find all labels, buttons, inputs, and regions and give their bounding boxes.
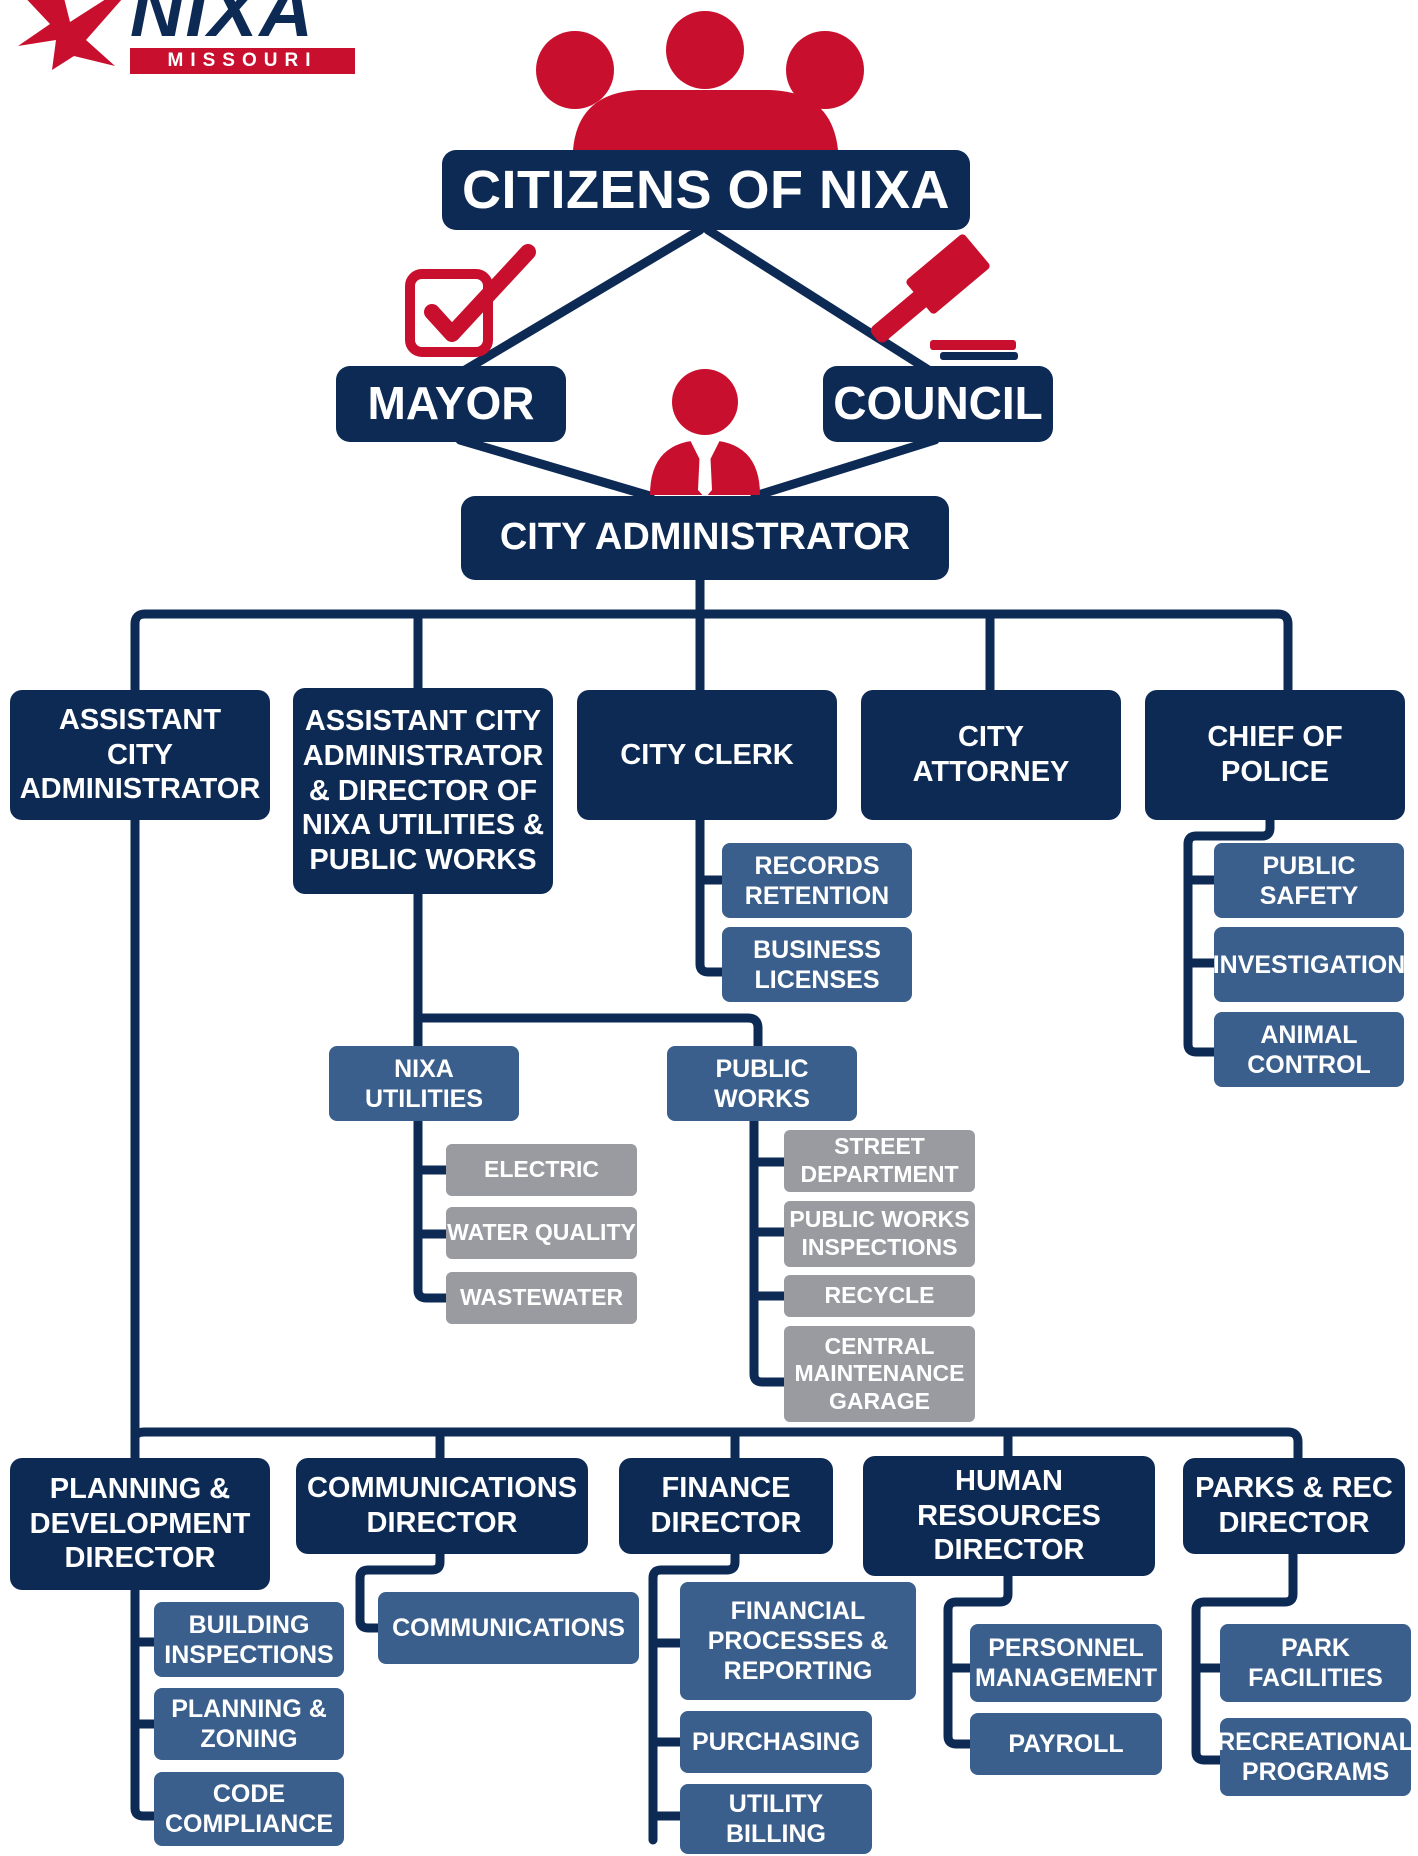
public-safety-box: PUBLIC SAFETY	[1214, 843, 1404, 918]
connector-citizens-council	[703, 225, 943, 381]
central-maintenance-garage-box: CENTRAL MAINTENANCE GARAGE	[784, 1326, 975, 1422]
personnel-management-box: PERSONNEL MANAGEMENT	[970, 1624, 1162, 1702]
gavel-icon	[870, 234, 1018, 360]
finance-director-box: FINANCE DIRECTOR	[619, 1458, 833, 1554]
street-department-box: STREET DEPARTMENT	[784, 1130, 975, 1192]
connector-citizens-mayor	[450, 225, 705, 381]
purchasing-box: PURCHASING	[680, 1711, 872, 1773]
bottom-bus	[130, 805, 1303, 1465]
payroll-box: PAYROLL	[970, 1713, 1162, 1775]
communications-director-box: COMMUNICATIONS DIRECTOR	[296, 1458, 588, 1554]
electric-box: ELECTRIC	[446, 1144, 637, 1196]
animal-control-box: ANIMAL CONTROL	[1214, 1012, 1404, 1087]
logo-subtitle: MISSOURI	[130, 48, 355, 74]
council-box: COUNCIL	[823, 366, 1053, 442]
investigation-box: INVESTIGATION	[1213, 927, 1405, 1002]
public-works-inspections-box: PUBLIC WORKS INSPECTIONS	[784, 1201, 975, 1267]
assistant-city-administrator-box: ASSISTANT CITY ADMINISTRATOR	[10, 690, 270, 820]
logo-wordmark: NIXA	[130, 0, 315, 52]
people-icon	[536, 11, 864, 150]
public-works-box: PUBLIC WORKS	[667, 1046, 857, 1121]
business-licenses-box: BUSINESS LICENSES	[722, 927, 912, 1002]
records-retention-box: RECORDS RETENTION	[722, 843, 912, 918]
code-compliance-box: CODE COMPLIANCE	[154, 1772, 344, 1846]
checkbox-vote-icon	[405, 244, 536, 357]
recycle-box: RECYCLE	[784, 1275, 975, 1317]
city-attorney-box: CITY ATTORNEY	[861, 690, 1121, 820]
city-administrator-box: CITY ADMINISTRATOR	[461, 496, 949, 580]
financial-processes-reporting-box: FINANCIAL PROCESSES & REPORTING	[680, 1582, 916, 1700]
city-clerk-box: CITY CLERK	[577, 690, 837, 820]
water-quality-box: WATER QUALITY	[446, 1207, 637, 1259]
planning-development-director-box: PLANNING & DEVELOPMENT DIRECTOR	[10, 1458, 270, 1590]
wastewater-box: WASTEWATER	[446, 1272, 637, 1324]
assistant-admin-utilities-box: ASSISTANT CITY ADMINISTRATOR & DIRECTOR …	[293, 688, 553, 894]
administrator-person-icon	[650, 369, 760, 498]
connector-mayor-admin	[455, 435, 655, 501]
communications-box: COMMUNICATIONS	[378, 1592, 639, 1664]
building-inspections-box: BUILDING INSPECTIONS	[154, 1602, 344, 1677]
chief-of-police-box: CHIEF OF POLICE	[1145, 690, 1405, 820]
mayor-box: MAYOR	[336, 366, 566, 442]
human-resources-director-box: HUMAN RESOURCES DIRECTOR	[863, 1456, 1155, 1576]
parks-rec-director-box: PARKS & REC DIRECTOR	[1183, 1458, 1405, 1554]
nixa-logo-icon	[18, 0, 122, 70]
planning-zoning-box: PLANNING & ZONING	[154, 1688, 344, 1760]
recreational-programs-box: RECREATIONAL PROGRAMS	[1217, 1718, 1414, 1796]
utility-billing-box: UTILITY BILLING	[680, 1784, 872, 1854]
citizens-box: CITIZENS OF NIXA	[442, 150, 970, 230]
admin-bus	[130, 609, 1293, 697]
connector-council-admin	[750, 435, 940, 501]
park-facilities-box: PARK FACILITIES	[1220, 1624, 1411, 1702]
nixa-utilities-box: NIXA UTILITIES	[329, 1046, 519, 1121]
